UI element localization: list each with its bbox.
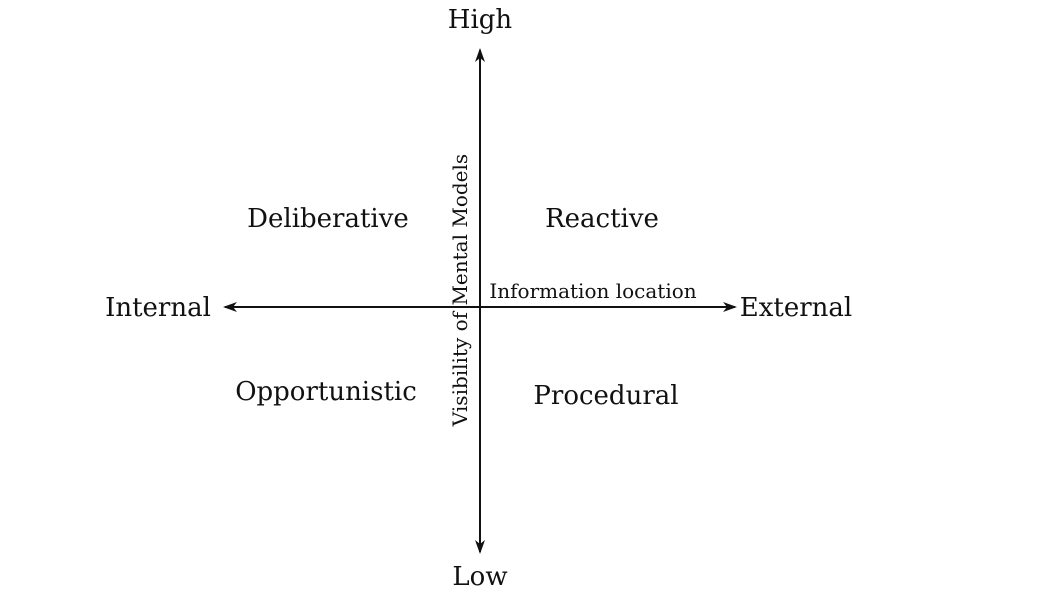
horizontal-axis-title: Information location (489, 279, 696, 303)
quadrant-label-opportunistic: Opportunistic (235, 377, 417, 407)
axis-label-internal: Internal (105, 293, 211, 323)
quadrant-label-deliberative: Deliberative (247, 204, 409, 234)
vertical-axis-title: Visibility of Mental Models (448, 154, 472, 427)
quadrant-label-reactive: Reactive (545, 204, 659, 234)
quadrant-label-procedural: Procedural (533, 381, 678, 411)
axis-label-low: Low (452, 562, 507, 592)
axis-label-high: High (448, 5, 513, 35)
axis-label-external: External (740, 293, 852, 323)
